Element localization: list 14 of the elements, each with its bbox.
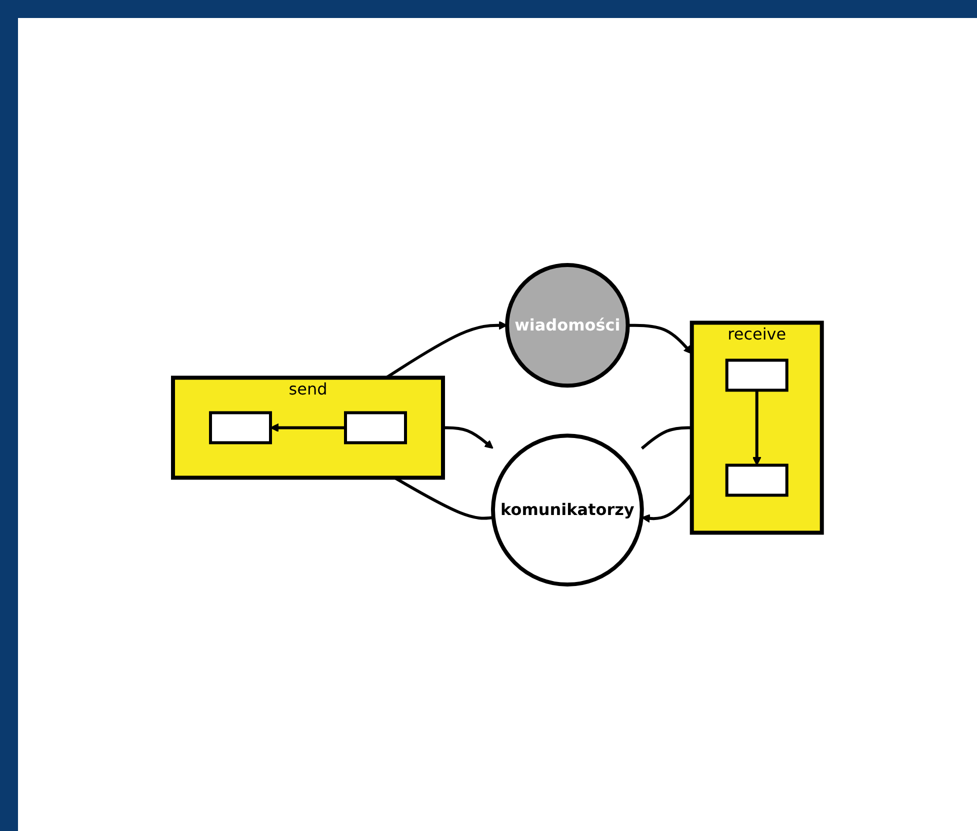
cluster: [690, 320, 824, 534]
node-box: [209, 410, 272, 444]
node-circle: komunikatorzy: [491, 433, 644, 586]
arrow: [443, 426, 494, 449]
node-circle: wiadomości: [505, 262, 630, 388]
node-label: receive: [728, 324, 786, 344]
cluster: [171, 375, 446, 480]
node-label: send: [288, 379, 328, 398]
connector: [640, 426, 692, 450]
arrow: [270, 423, 346, 432]
node-box: [725, 463, 788, 496]
node-box: [725, 358, 788, 392]
arrow: [752, 390, 762, 466]
node-box: [344, 410, 408, 444]
